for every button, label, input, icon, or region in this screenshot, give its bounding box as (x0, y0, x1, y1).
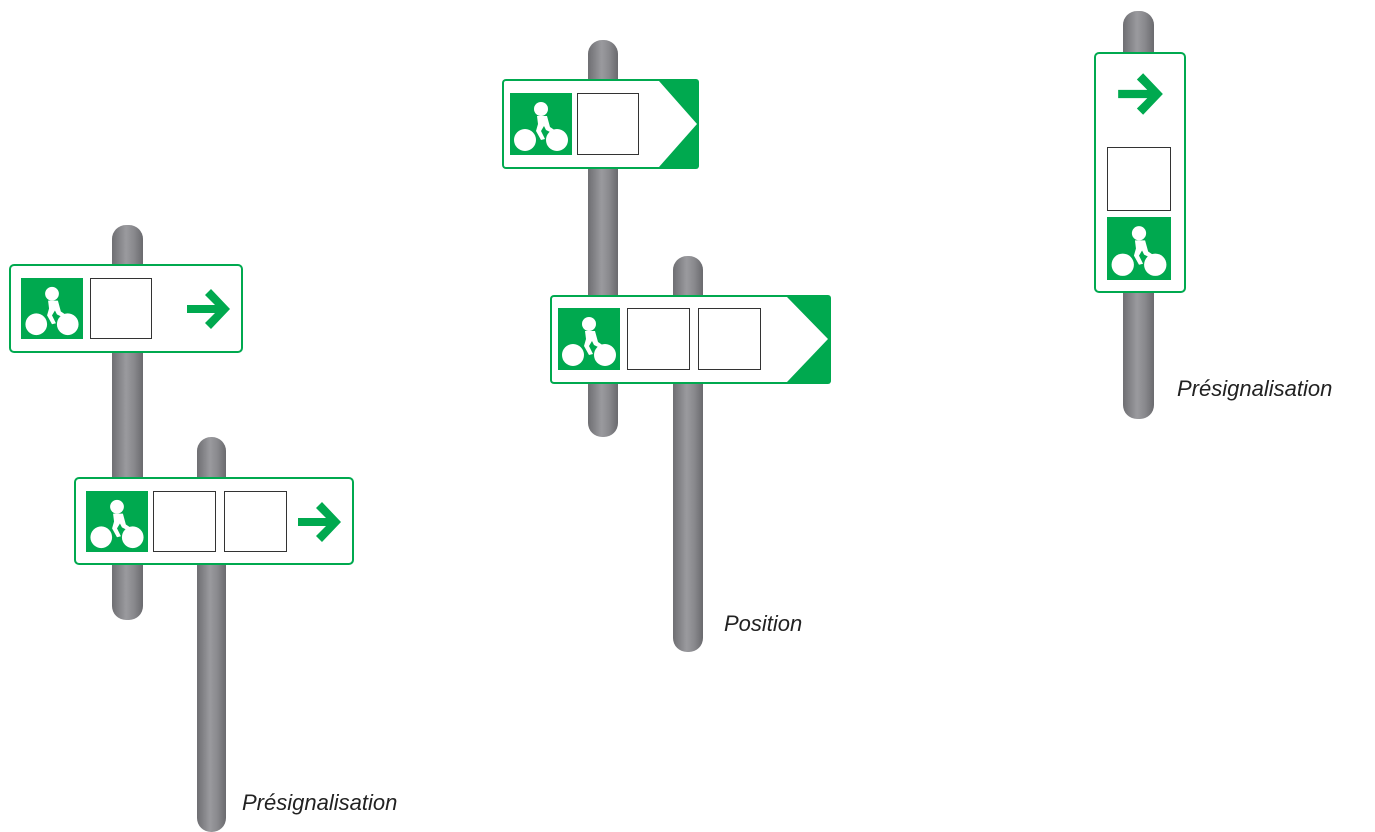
cyclist-icon (90, 499, 144, 549)
caption: Présignalisation (242, 790, 398, 815)
caption: Position (724, 611, 803, 636)
destination-panel (224, 491, 287, 552)
arrow-right-icon (187, 289, 230, 329)
arrow-right-icon (298, 502, 341, 542)
destination-panel (153, 491, 216, 552)
destination-panel (627, 308, 690, 370)
cyclist-symbol (21, 278, 83, 339)
destination-panel (1107, 147, 1171, 211)
cyclist-icon (562, 317, 616, 366)
destination-panel (698, 308, 761, 370)
cyclist-icon (25, 286, 79, 336)
arrow-right-icon (1118, 73, 1163, 115)
cyclist-icon (514, 102, 568, 151)
cyclist-symbol (510, 93, 572, 155)
sign-one-box-arrow (9, 264, 243, 353)
destination-panel (577, 93, 639, 155)
cyclist-symbol (558, 308, 620, 370)
cyclist-icon (1111, 226, 1167, 276)
sign-two-box-arrow (74, 477, 354, 565)
vertical-sign (1094, 52, 1186, 293)
cyclist-symbol (1107, 217, 1171, 280)
caption: Présignalisation (1177, 376, 1333, 401)
destination-panel (90, 278, 152, 339)
cyclist-symbol (86, 491, 148, 552)
